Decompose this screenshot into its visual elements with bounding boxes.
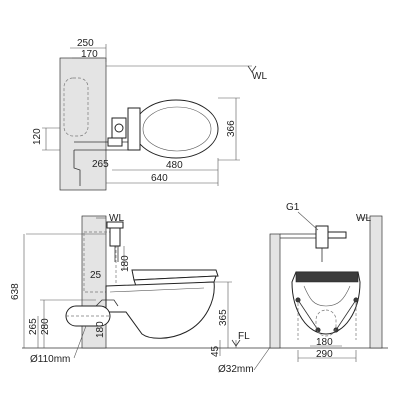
top-view: 250 170 WL 120 265 366 480 640 xyxy=(32,38,267,191)
top-bowl-outer xyxy=(133,99,219,159)
pipe-110-label: Ø110mm xyxy=(30,354,70,365)
fl-label: FL xyxy=(238,331,250,342)
dim-365-label: 365 xyxy=(218,309,229,326)
side-outlet-outline xyxy=(315,309,337,337)
side-dim-290-label: 290 xyxy=(316,349,333,360)
front-flush-top xyxy=(106,221,124,229)
top-valve-knob xyxy=(114,123,124,133)
front-tank-outline xyxy=(83,231,117,293)
top-flange xyxy=(107,137,123,147)
front-dim-180b-label: 180 xyxy=(95,321,106,338)
side-bowl xyxy=(291,271,361,335)
pipe-leader-110 xyxy=(73,325,87,359)
dim-280-label: 280 xyxy=(40,318,51,335)
side-wl-label: WL xyxy=(356,213,371,224)
dim-366-label: 366 xyxy=(226,120,237,137)
side-bowl-inner xyxy=(303,285,351,307)
side-bolt-1 xyxy=(295,297,301,303)
front-dim-265-label: 265 xyxy=(28,318,39,335)
top-seat-hinge xyxy=(127,107,141,151)
top-wl-marker xyxy=(247,65,257,73)
dim-170-label: 170 xyxy=(81,49,98,60)
top-dim-265-label: 265 xyxy=(92,159,109,170)
side-wall-right xyxy=(369,215,383,349)
g1-label: G1 xyxy=(286,202,300,213)
dim-250-label: 250 xyxy=(77,38,94,49)
front-bowl-body xyxy=(105,281,215,339)
side-bolt-2 xyxy=(353,297,359,303)
dim-638-label: 638 xyxy=(10,283,21,300)
side-valve-body xyxy=(315,225,329,249)
side-wall-left xyxy=(269,233,281,349)
top-drain-pipe xyxy=(73,150,81,186)
front-seat-lid xyxy=(131,269,219,281)
side-mount-frame xyxy=(297,298,357,340)
top-wl-label: WL xyxy=(252,71,267,82)
top-wall xyxy=(59,57,107,191)
front-flush-valve xyxy=(109,225,121,247)
front-outlet-bracket xyxy=(95,299,119,307)
side-seat-band xyxy=(295,271,359,283)
top-tank-outline xyxy=(63,77,89,137)
top-bowl-inner xyxy=(142,106,212,152)
front-dim-25-label: 25 xyxy=(90,270,102,281)
drain-32-label: Ø32mm xyxy=(218,364,254,375)
dim-640-label: 640 xyxy=(151,173,168,184)
dim-480-label: 480 xyxy=(166,160,183,171)
front-bowl-rim xyxy=(109,287,205,293)
side-bolt-lines xyxy=(297,299,357,331)
side-valve-handle xyxy=(327,231,347,239)
dim-120-label: 120 xyxy=(32,128,43,145)
front-view: WL 180 25 638 280 265 180 365 FL xyxy=(10,213,279,375)
fl-arrow xyxy=(231,339,241,347)
side-view: G1 WL 180 290 xyxy=(269,202,388,362)
dim-45-label: 45 xyxy=(210,345,221,357)
side-dim-180-label: 180 xyxy=(316,337,333,348)
front-dim-180-label: 180 xyxy=(120,255,131,272)
front-wl-label: WL xyxy=(109,213,124,224)
g1-leader xyxy=(297,211,319,231)
